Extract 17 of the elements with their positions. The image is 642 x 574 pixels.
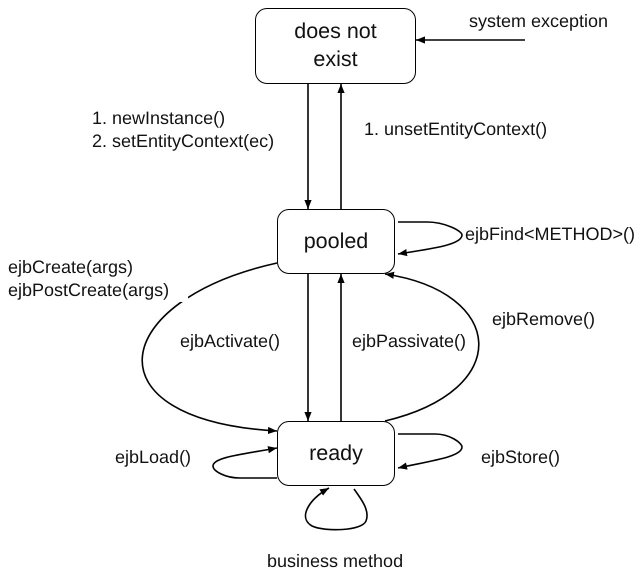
state-box bbox=[277, 421, 395, 486]
state-name: does not exist bbox=[293, 18, 378, 73]
transition-arrow bbox=[212, 446, 278, 479]
state-box bbox=[255, 8, 416, 84]
state-name: pooled bbox=[304, 228, 368, 255]
transition-arrow bbox=[416, 36, 525, 44]
state-box bbox=[277, 209, 395, 274]
transition-arrow bbox=[337, 84, 345, 209]
transition-arrow bbox=[304, 274, 312, 421]
transition-arrow bbox=[304, 84, 312, 209]
transition-arrow bbox=[398, 433, 463, 470]
transition-arrow bbox=[304, 487, 368, 530]
state-name: ready bbox=[309, 440, 363, 467]
transition-arrow bbox=[142, 262, 278, 434]
transition-arrow bbox=[384, 272, 480, 422]
transition-arrow bbox=[337, 274, 345, 421]
transition-arrow bbox=[398, 221, 463, 256]
